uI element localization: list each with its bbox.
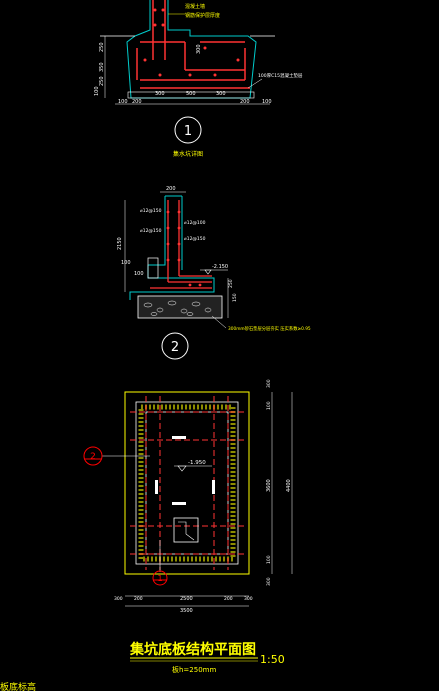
- detail2-elevation-marker: [204, 269, 212, 275]
- detail2-soil-leader: [211, 315, 227, 329]
- detail1-callout-circle: [174, 116, 202, 144]
- detail2-gravel-pattern: [143, 300, 212, 316]
- plan-axis-bottom: 1: [157, 574, 162, 583]
- plan-sump-box: [173, 517, 199, 543]
- plan-dim-right-small-3: 300: [266, 577, 272, 586]
- detail1-dim-left-0: 100: [94, 86, 100, 96]
- plan-dim-bottom-small-3: 300: [244, 596, 253, 602]
- plan-outer-slab: [124, 391, 250, 575]
- plan-axis-left: 2: [90, 452, 96, 462]
- detail1-rebar-dots: [143, 8, 240, 77]
- plan-axis-bottom-bubble: [152, 570, 168, 586]
- detail2-dim-left-0: 2150: [117, 237, 123, 250]
- detail2-rebar-label-3: ⌀12@150: [184, 236, 206, 242]
- plan-rebar-markers: [155, 436, 215, 505]
- plan-dim-bottom-inner: 2500: [180, 596, 193, 602]
- plan-subtitle: 板h=250mm: [172, 665, 216, 674]
- detail2-callout-circle: [161, 332, 189, 360]
- detail1-dim-left-2: 350: [99, 62, 105, 72]
- detail1-note-3: 100厚C15混凝土垫层: [258, 72, 303, 79]
- plan-dim-right-inner: 3600: [266, 479, 272, 492]
- plan-dim-right-outer: 4400: [286, 479, 292, 492]
- detail2-soil-note: 300mm砂石垫层分层夯实 压实系数≥0.95: [228, 325, 311, 332]
- detail2-rebar-label-1: ⌀12@100: [184, 220, 206, 226]
- detail2-dim-top: 200: [166, 186, 176, 192]
- detail1-dim-bottom-0: 100: [118, 99, 128, 105]
- plan-dim-right-small-0: 300: [266, 379, 272, 388]
- plan-wall-outer: [135, 401, 239, 565]
- plan-dim-bottom-small-0: 300: [114, 596, 123, 602]
- detail1-note-2: 钢筋保护层厚度: [185, 12, 220, 19]
- detail1-dim-right-0: 300: [196, 44, 202, 54]
- detail2-dim-right-1: 150: [232, 293, 238, 302]
- detail2-rebar-label-0: ⌀12@150: [140, 208, 162, 214]
- plan-wall-inner: [145, 411, 229, 555]
- plan-dim-bottom-small-1: 200: [134, 596, 143, 602]
- detail1-bedding: [127, 91, 255, 99]
- plan-dim-bottom-outer: 3500: [180, 608, 193, 614]
- plan-dim-right-small-1: 100: [266, 401, 272, 410]
- plan-dim-right-small-2: 100: [266, 555, 272, 564]
- detail2-dim-left-1: 100: [121, 260, 131, 266]
- plan-title: 集坑底板结构平面图: [129, 641, 256, 658]
- detail1-dim-left-3: 250: [99, 42, 105, 52]
- plan-scale: 1:50: [260, 653, 285, 666]
- detail2-concrete-outline: [129, 196, 215, 300]
- detail2-callout-number: 2: [171, 340, 179, 355]
- detail1-dim-bottom-4: 300: [216, 91, 226, 97]
- detail1-callout-caption: 集水坑详图: [173, 150, 203, 158]
- detail2-ledge: [147, 257, 159, 279]
- plan-elevation: -1.950: [188, 460, 206, 466]
- detail1-rebar: [136, 0, 250, 89]
- detail1-dim-bottom-6: 100: [262, 99, 272, 105]
- plan-elevation-marker: [177, 465, 187, 472]
- plan-rebar-lines: [130, 396, 244, 570]
- plan-corner-note: 板底标高: [0, 681, 36, 691]
- detail2-elevation: -2.150: [212, 264, 228, 270]
- detail1-note3-leader: [247, 78, 263, 89]
- detail2-rebar-dots: [166, 210, 202, 287]
- detail2-gravel-bed: [137, 295, 223, 319]
- plan-wall-hatch: [138, 404, 236, 562]
- detail2-dim-left-2: 100: [134, 271, 144, 277]
- detail1-dim-bottom-3: 500: [186, 91, 196, 97]
- plan-slab: -1.950 4400 3600 300 100 100 300 300 200…: [0, 379, 293, 691]
- detail1-dim-left-1: 250: [99, 76, 105, 86]
- detail1-dim-bottom-2: 300: [155, 91, 165, 97]
- detail2-dim-right-0: 250: [228, 279, 234, 288]
- detail1-note-1: 混凝土墙: [185, 3, 205, 10]
- detail1-callout-number: 1: [184, 124, 192, 139]
- plan-sump-break: [178, 521, 195, 541]
- detail1-dim-bottom-1: 200: [132, 99, 142, 105]
- plan-axis-left-bubble: [83, 446, 103, 466]
- plan-dim-bottom-small-2: 200: [224, 596, 233, 602]
- detail1-dim-bottom-5: 200: [240, 99, 250, 105]
- detail2-rebar-label-2: ⌀12@150: [140, 228, 162, 234]
- detail-2-wall-section: 200 ⌀12@150 ⌀12@100 ⌀12@150 ⌀12@150 2150…: [117, 186, 311, 360]
- detail-1-sump-section: 混凝土墙 钢筋保护层厚度 100厚C15混凝土垫层 100 250 350 25…: [94, 0, 303, 158]
